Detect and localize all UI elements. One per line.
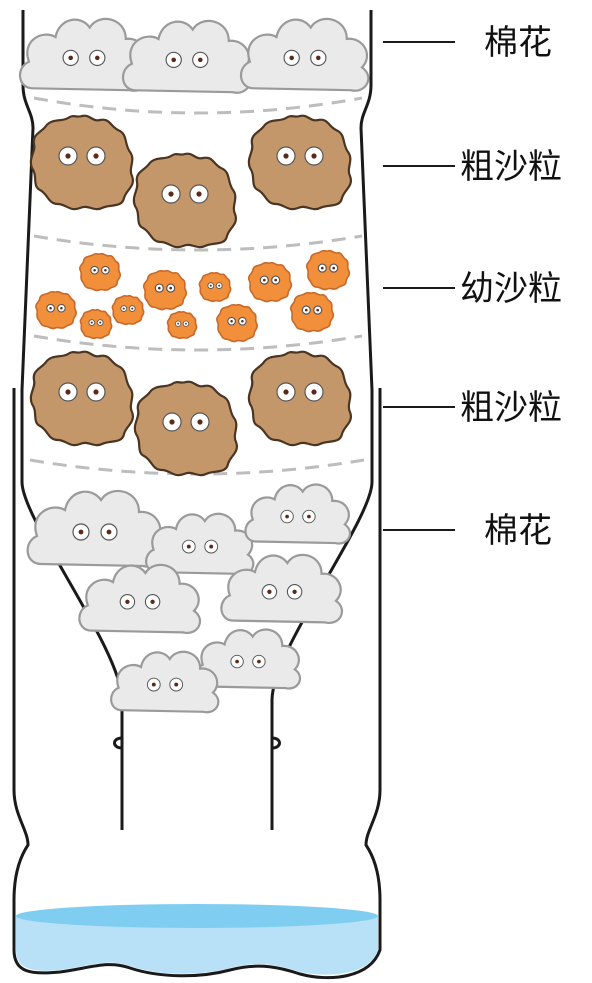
- label-coarse-sand-upper: 粗沙粒: [460, 147, 562, 187]
- fine-sand-grain-face-icon: [198, 271, 232, 303]
- divider-fine-coarse: [33, 334, 363, 352]
- coarse-sand-grain-face-icon: [29, 350, 135, 447]
- neck-ring-right: [271, 736, 281, 750]
- cotton-ball-face-icon: [26, 489, 163, 568]
- coarse-sand-grain-face-icon: [132, 152, 238, 249]
- cotton-ball-face-icon: [194, 628, 302, 690]
- divider-coarse-fine: [33, 234, 363, 252]
- neck-ring-left: [113, 736, 123, 750]
- water-surface: [16, 904, 378, 928]
- coarse-sand-grain-face-icon: [247, 114, 353, 211]
- upper-bottle-outline: [20, 10, 124, 830]
- fine-sand-grain-face-icon: [142, 269, 188, 311]
- fine-sand-grain-face-icon: [166, 310, 198, 340]
- fine-sand-grain-face-icon: [79, 308, 113, 340]
- fine-sand-grain-face-icon: [247, 261, 293, 303]
- cotton-ball-face-icon: [110, 650, 220, 714]
- fine-sand-grain-face-icon: [216, 303, 259, 343]
- lower-bottle-left-wall: [12, 388, 382, 980]
- cotton-ball-face-icon: [239, 17, 370, 92]
- cotton-ball-face-icon: [121, 19, 252, 94]
- cotton-ball-face-icon: [78, 563, 202, 635]
- coarse-sand-grain-face-icon: [133, 380, 239, 477]
- label-bottom-cotton: 棉花: [484, 511, 552, 551]
- coarse-sand-grain-face-icon: [247, 350, 353, 447]
- fine-sand-grain-face-icon: [111, 294, 145, 326]
- label-coarse-sand-lower: 粗沙粒: [460, 388, 562, 428]
- coarse-sand-grain-face-icon: [29, 114, 135, 211]
- fine-sand-grain-face-icon: [305, 249, 351, 291]
- fine-sand-grain-face-icon: [35, 290, 78, 330]
- label-fine-sand: 幼沙粒: [460, 269, 562, 309]
- cotton-ball-face-icon: [244, 483, 352, 545]
- cotton-ball-face-icon: [220, 553, 344, 625]
- divider-cotton-coarse: [33, 96, 363, 115]
- cotton-ball-face-icon: [145, 512, 255, 576]
- cotton-ball-face-icon: [18, 17, 149, 92]
- label-top-cotton: 棉花: [484, 23, 552, 63]
- fine-sand-grain-face-icon: [289, 291, 335, 333]
- fine-sand-grain-face-icon: [79, 252, 122, 292]
- water-body: [16, 916, 378, 975]
